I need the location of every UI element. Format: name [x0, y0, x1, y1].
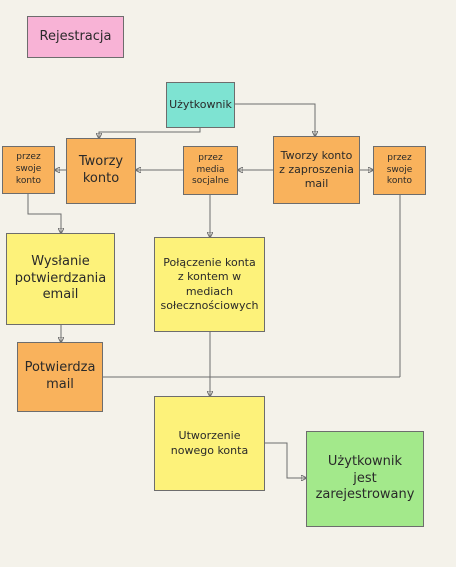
diagram-title: Rejestracja — [27, 16, 124, 58]
edge-swoje-left-wyslanie — [27, 194, 61, 233]
edge-uzytkownik-tworzy-konto — [99, 128, 201, 138]
edge-uzytkownik-zaproszenie — [235, 103, 315, 136]
node-potwierdza-mail: Potwierdza mail — [17, 342, 103, 412]
node-wyslanie-email: Wysłanie potwierdzania email — [6, 233, 115, 325]
node-przez-media-socjalne: przez media socjalne — [183, 146, 238, 195]
node-uzytkownik-zarejestrowany: Użytkownik jest zarejestrowany — [306, 431, 424, 527]
node-polaczenie-konta: Połączenie konta z kontem w mediach sołe… — [154, 237, 265, 332]
node-przez-swoje-konto-right: przez swoje konto — [373, 146, 426, 195]
node-tworzy-konto-zaproszenia: Tworzy konto z zaproszenia mail — [273, 136, 360, 204]
node-uzytkownik: Użytkownik — [166, 82, 235, 128]
edge-utworzenie-zarejestrowany — [265, 442, 306, 478]
node-utworzenie-konta: Utworzenie nowego konta — [154, 396, 265, 491]
node-tworzy-konto: Tworzy konto — [66, 138, 136, 204]
node-przez-swoje-konto-left: przez swoje konto — [2, 146, 55, 194]
